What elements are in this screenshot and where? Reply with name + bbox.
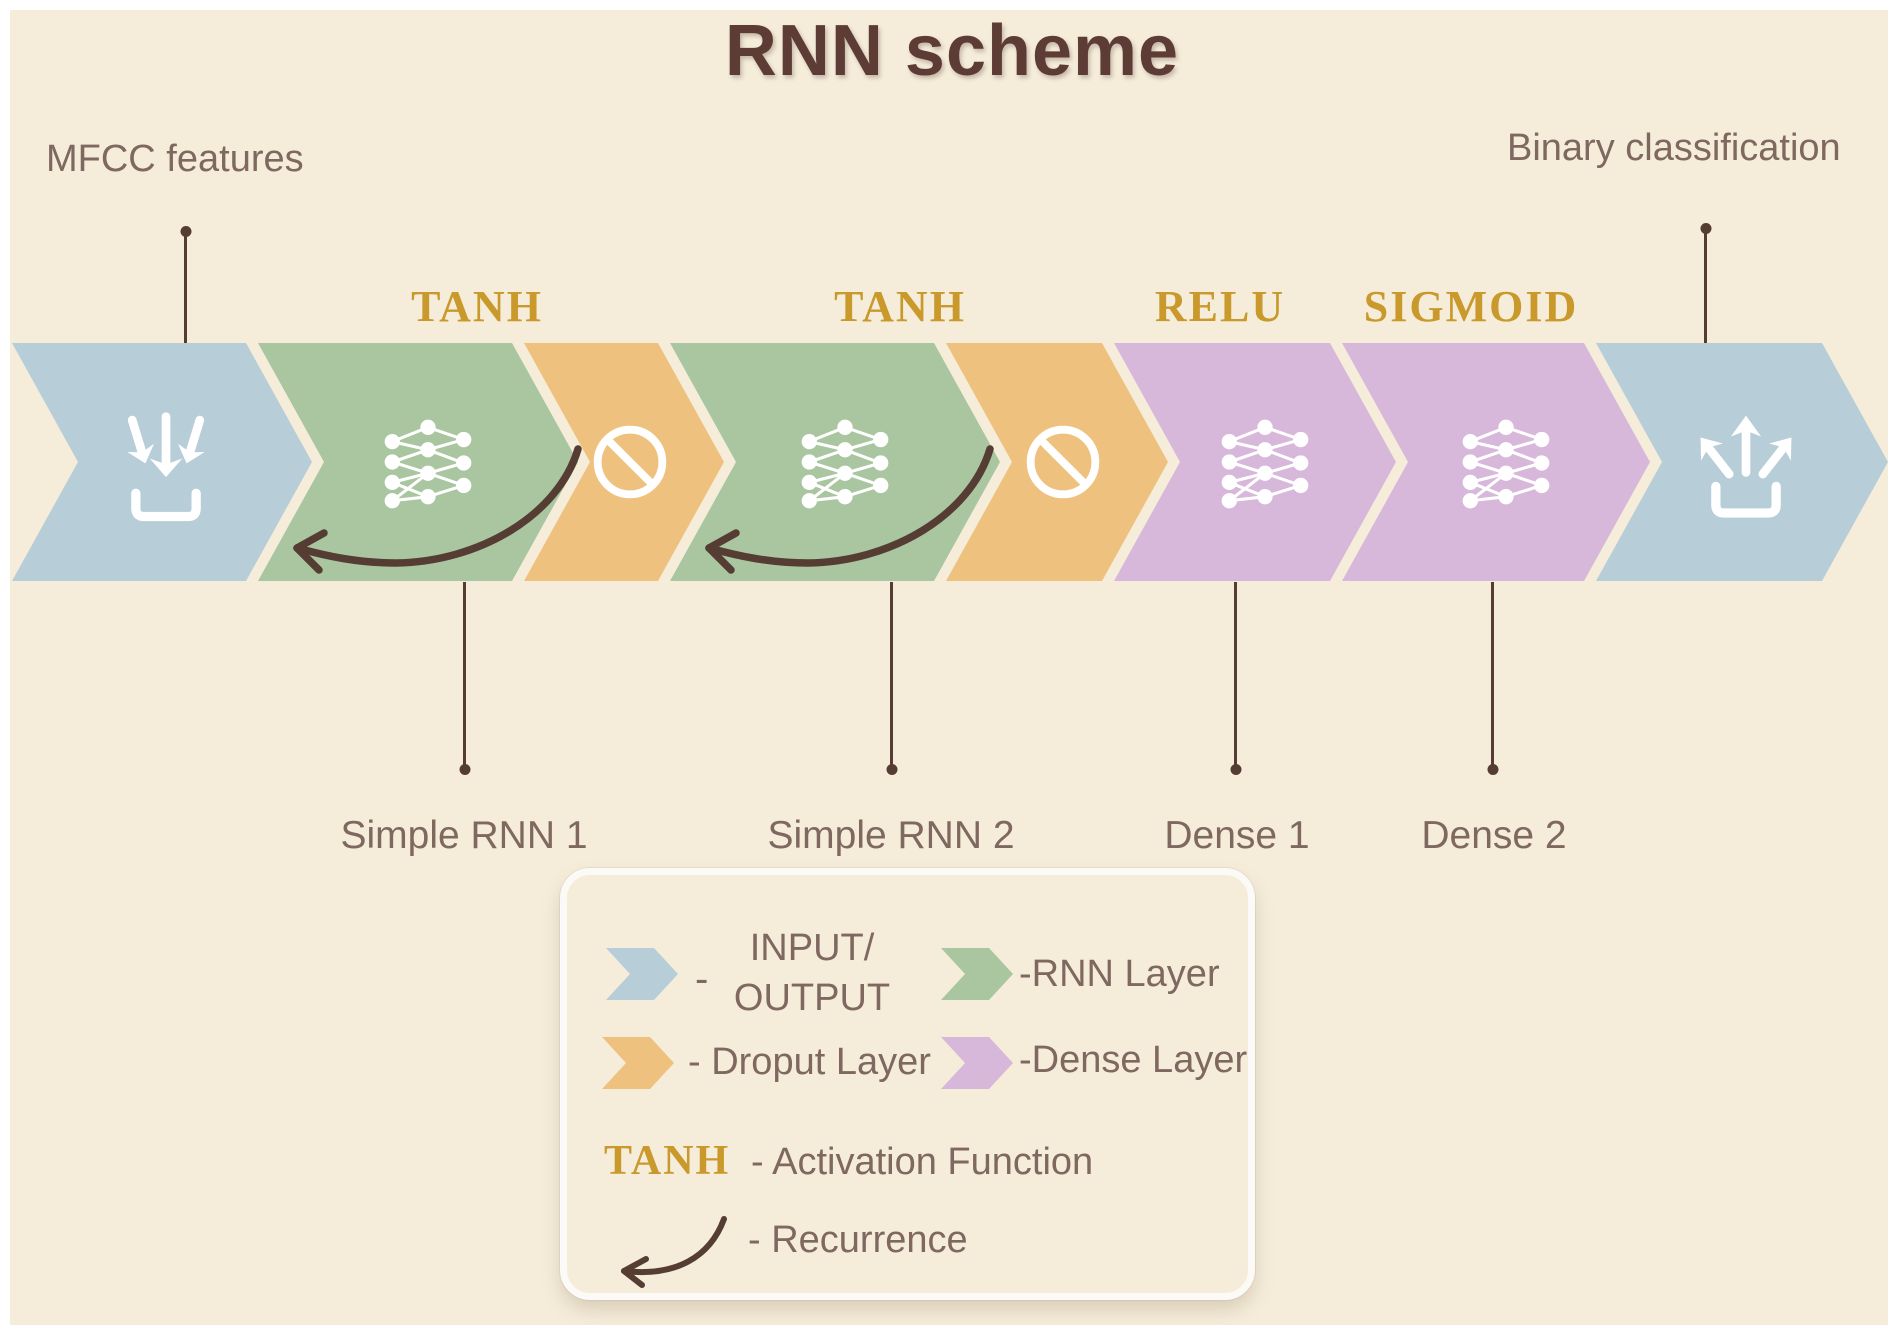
legend-activation-symbol: TANH <box>604 1138 731 1184</box>
neural-network-icon <box>1455 411 1557 513</box>
layer-label-dense1: Dense 1 <box>1164 814 1310 857</box>
output-connector-line <box>1704 228 1707 345</box>
legend-item-input-output: INPUT/ OUTPUT <box>717 923 907 1023</box>
legend-item-activation: - Activation Function <box>751 1141 1094 1183</box>
legend-io-line1: INPUT/ <box>749 927 875 969</box>
chevron-input <box>12 343 312 581</box>
rnn1-connector-line <box>463 582 466 770</box>
legend-item-recurrence: - Recurrence <box>748 1219 968 1261</box>
dropout-chevron-swatch <box>602 1037 674 1089</box>
legend: - INPUT/ OUTPUT -RNN Layer - Droput Laye… <box>560 868 1255 1300</box>
input-connector-line <box>184 231 187 345</box>
figure-title: RNN scheme <box>724 11 1180 91</box>
neural-network-icon <box>1214 411 1316 513</box>
rnn2-connector-line <box>890 582 893 770</box>
layer-label-rnn1: Simple RNN 1 <box>340 814 588 857</box>
dense2-connector-line <box>1491 582 1494 770</box>
activation-label-relu: RELU <box>1154 282 1286 331</box>
no-entry-icon <box>1014 413 1112 511</box>
output-arrows-icon <box>1688 398 1804 526</box>
legend-item-dropout: - Droput Layer <box>688 1041 931 1083</box>
legend-item-rnn: -RNN Layer <box>1019 953 1220 995</box>
legend-io-line2: OUTPUT <box>733 977 891 1019</box>
activation-label-tanh2: TANH <box>834 282 966 331</box>
activation-label-tanh1: TANH <box>411 282 543 331</box>
layer-label-dense2: Dense 2 <box>1421 814 1567 857</box>
io-chevron-swatch <box>606 948 678 1000</box>
neural-network-icon <box>794 411 896 513</box>
activation-label-sigmoid: SIGMOID <box>1363 282 1579 331</box>
rnn-chevron-swatch <box>941 948 1013 1000</box>
layer-label-rnn2: Simple RNN 2 <box>767 814 1015 857</box>
input-arrows-icon <box>108 398 224 526</box>
legend-io-dash: - <box>695 957 709 1001</box>
input-annotation: MFCC features <box>46 138 304 180</box>
dense1-connector-line <box>1234 582 1237 770</box>
neural-network-icon <box>377 411 479 513</box>
legend-item-dense: -Dense Layer <box>1019 1039 1248 1081</box>
no-entry-icon <box>581 413 679 511</box>
dense-chevron-swatch <box>941 1037 1013 1089</box>
recurrence-arrow-glyph <box>621 1216 727 1288</box>
output-annotation: Binary classification <box>1507 127 1841 169</box>
